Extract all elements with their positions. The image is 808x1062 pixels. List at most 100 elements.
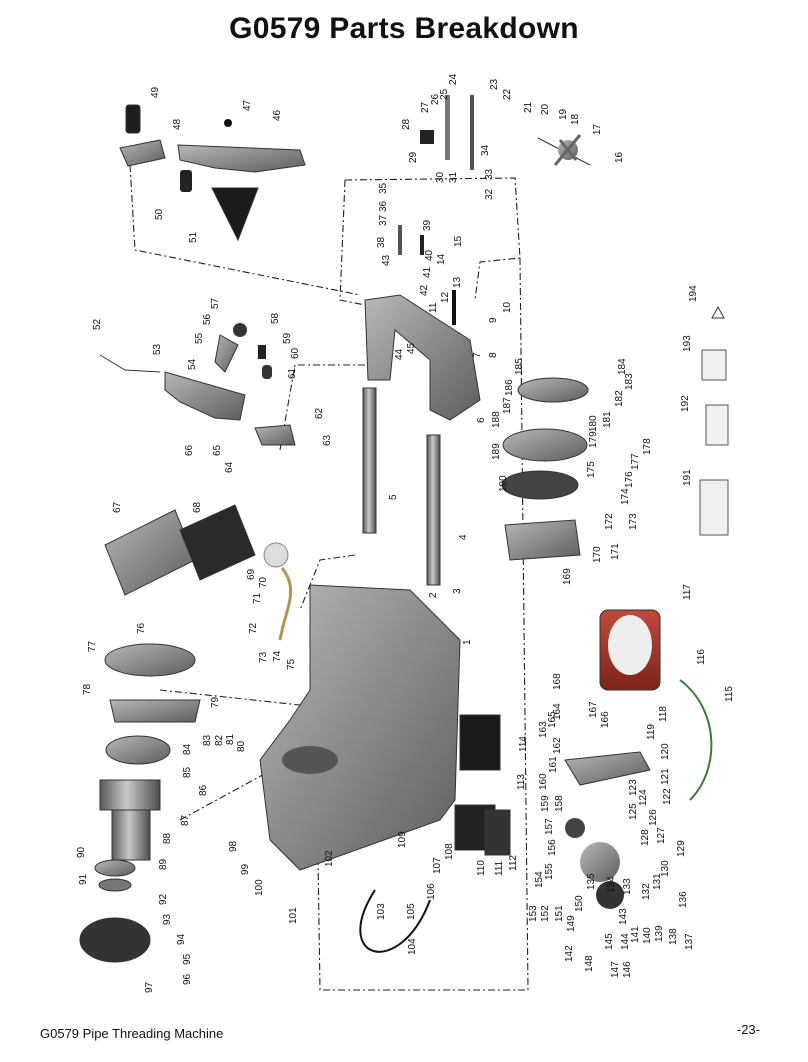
callout-32: 32	[484, 188, 495, 200]
callout-29: 29	[408, 151, 419, 163]
callout-166: 166	[600, 711, 611, 728]
callout-122: 122	[662, 788, 673, 805]
footer-machine-name: G0579 Pipe Threading Machine	[40, 1026, 224, 1041]
callout-194: 194	[688, 285, 699, 302]
callout-146: 146	[622, 961, 633, 978]
callout-64: 64	[224, 461, 235, 473]
callout-54: 54	[187, 358, 198, 370]
callout-79: 79	[210, 696, 221, 708]
callout-168: 168	[552, 673, 563, 690]
callout-95: 95	[182, 953, 193, 965]
callout-99: 99	[240, 863, 251, 875]
callout-158: 158	[554, 795, 565, 812]
callout-45: 45	[406, 342, 417, 354]
callout-8: 8	[488, 352, 499, 358]
callout-6: 6	[476, 417, 487, 423]
callout-159: 159	[540, 795, 551, 812]
callout-106: 106	[426, 883, 437, 900]
callout-60: 60	[290, 347, 301, 359]
callout-189: 189	[491, 443, 502, 460]
callout-94: 94	[176, 933, 187, 945]
callout-160: 160	[538, 773, 549, 790]
callout-91: 91	[78, 873, 89, 885]
callout-56: 56	[202, 313, 213, 325]
callout-110: 110	[476, 860, 487, 876]
callout-120: 120	[660, 743, 671, 760]
callout-165: 165	[547, 711, 558, 728]
callout-187: 187	[502, 397, 513, 414]
callout-154: 154	[534, 871, 545, 888]
callout-49: 49	[150, 86, 161, 98]
callout-125: 125	[628, 803, 639, 820]
callout-47: 47	[242, 99, 253, 111]
callout-22: 22	[502, 88, 513, 100]
callout-96: 96	[182, 973, 193, 985]
callout-12: 12	[440, 291, 451, 303]
callout-81: 81	[225, 733, 236, 745]
callout-71: 71	[252, 592, 263, 604]
callout-25: 25	[439, 88, 450, 100]
callout-124: 124	[638, 789, 649, 806]
callout-44: 44	[394, 348, 405, 360]
callout-43: 43	[381, 254, 392, 266]
callout-16: 16	[614, 151, 625, 163]
callout-33: 33	[484, 168, 495, 180]
callout-111: 111	[494, 860, 505, 876]
callout-179: 179	[588, 431, 599, 448]
callout-139: 139	[654, 925, 665, 942]
callout-103: 103	[376, 903, 387, 920]
callout-58: 58	[270, 312, 281, 324]
callout-46: 46	[272, 109, 283, 121]
callout-133: 133	[622, 878, 633, 895]
callout-182: 182	[614, 390, 625, 407]
callout-130: 130	[660, 860, 671, 877]
callout-113: 113	[516, 774, 527, 790]
callout-31: 31	[448, 171, 459, 183]
callout-7: 7	[472, 352, 483, 358]
callout-147: 147	[610, 961, 621, 978]
callout-62: 62	[314, 407, 325, 419]
callout-117: 117	[682, 584, 693, 600]
callout-83: 83	[202, 734, 213, 746]
callout-186: 186	[504, 379, 515, 396]
callout-93: 93	[162, 913, 173, 925]
callout-73: 73	[258, 651, 269, 663]
callout-131: 131	[652, 873, 663, 890]
callout-156: 156	[547, 839, 558, 856]
callout-42: 42	[419, 284, 430, 296]
callout-163: 163	[538, 721, 549, 738]
callout-153: 153	[528, 905, 539, 922]
callout-11: 11	[428, 302, 439, 313]
callout-173: 173	[628, 513, 639, 530]
callout-61: 61	[287, 367, 298, 379]
callout-37: 37	[378, 214, 389, 226]
callout-140: 140	[642, 927, 653, 944]
callout-115: 115	[724, 686, 735, 702]
callout-174: 174	[620, 488, 631, 505]
callout-119: 119	[646, 724, 657, 740]
callout-38: 38	[376, 236, 387, 248]
callout-75: 75	[286, 658, 297, 670]
callout-39: 39	[422, 219, 433, 231]
callout-171: 171	[610, 543, 621, 560]
callout-1: 1	[462, 639, 473, 645]
callout-15: 15	[453, 235, 464, 247]
callout-98: 98	[228, 840, 239, 852]
callout-76: 76	[136, 622, 147, 634]
callout-57: 57	[210, 297, 221, 309]
callout-68: 68	[192, 501, 203, 513]
callout-152: 152	[540, 905, 551, 922]
callout-142: 142	[564, 945, 575, 962]
callout-129: 129	[676, 840, 687, 857]
callout-53: 53	[152, 343, 163, 355]
callout-41: 41	[422, 266, 433, 278]
callout-102: 102	[324, 850, 335, 867]
callout-192: 192	[680, 395, 691, 412]
callout-51: 51	[188, 231, 199, 243]
callout-14: 14	[436, 253, 447, 265]
callout-177: 177	[630, 453, 641, 470]
callout-86: 86	[198, 784, 209, 796]
callout-66: 66	[184, 444, 195, 456]
callout-134: 134	[606, 876, 617, 893]
callout-169: 169	[562, 568, 573, 585]
